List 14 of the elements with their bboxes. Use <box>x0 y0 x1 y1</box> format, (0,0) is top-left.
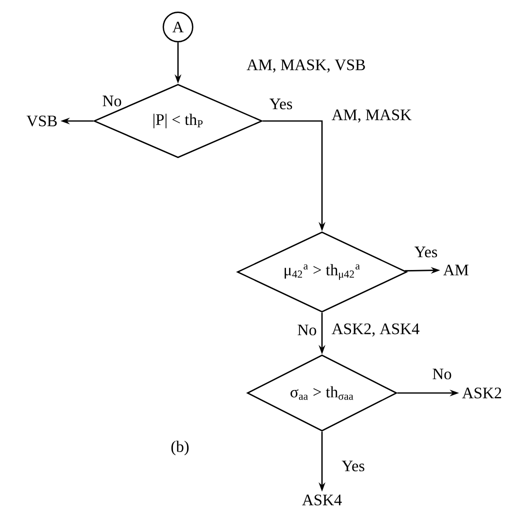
output-label: ASK4 <box>302 494 342 506</box>
edge-label: No <box>102 96 122 106</box>
edge-label: AM, MASK, VSB <box>246 59 365 73</box>
output-label: AM <box>443 264 468 276</box>
edge-label: No <box>298 324 316 336</box>
edge-label: Yes <box>414 246 438 258</box>
annotation-label: ASK2, ASK4 <box>332 323 420 337</box>
annotation-label: AM, MASK <box>332 109 412 123</box>
output-label: ASK2 <box>462 388 502 398</box>
output-label: VSB <box>26 116 57 126</box>
annotation-label: (b) <box>171 440 189 456</box>
edge-label: No <box>432 368 452 380</box>
edge-label: Yes <box>270 98 292 110</box>
edge-label: Yes <box>342 460 364 472</box>
